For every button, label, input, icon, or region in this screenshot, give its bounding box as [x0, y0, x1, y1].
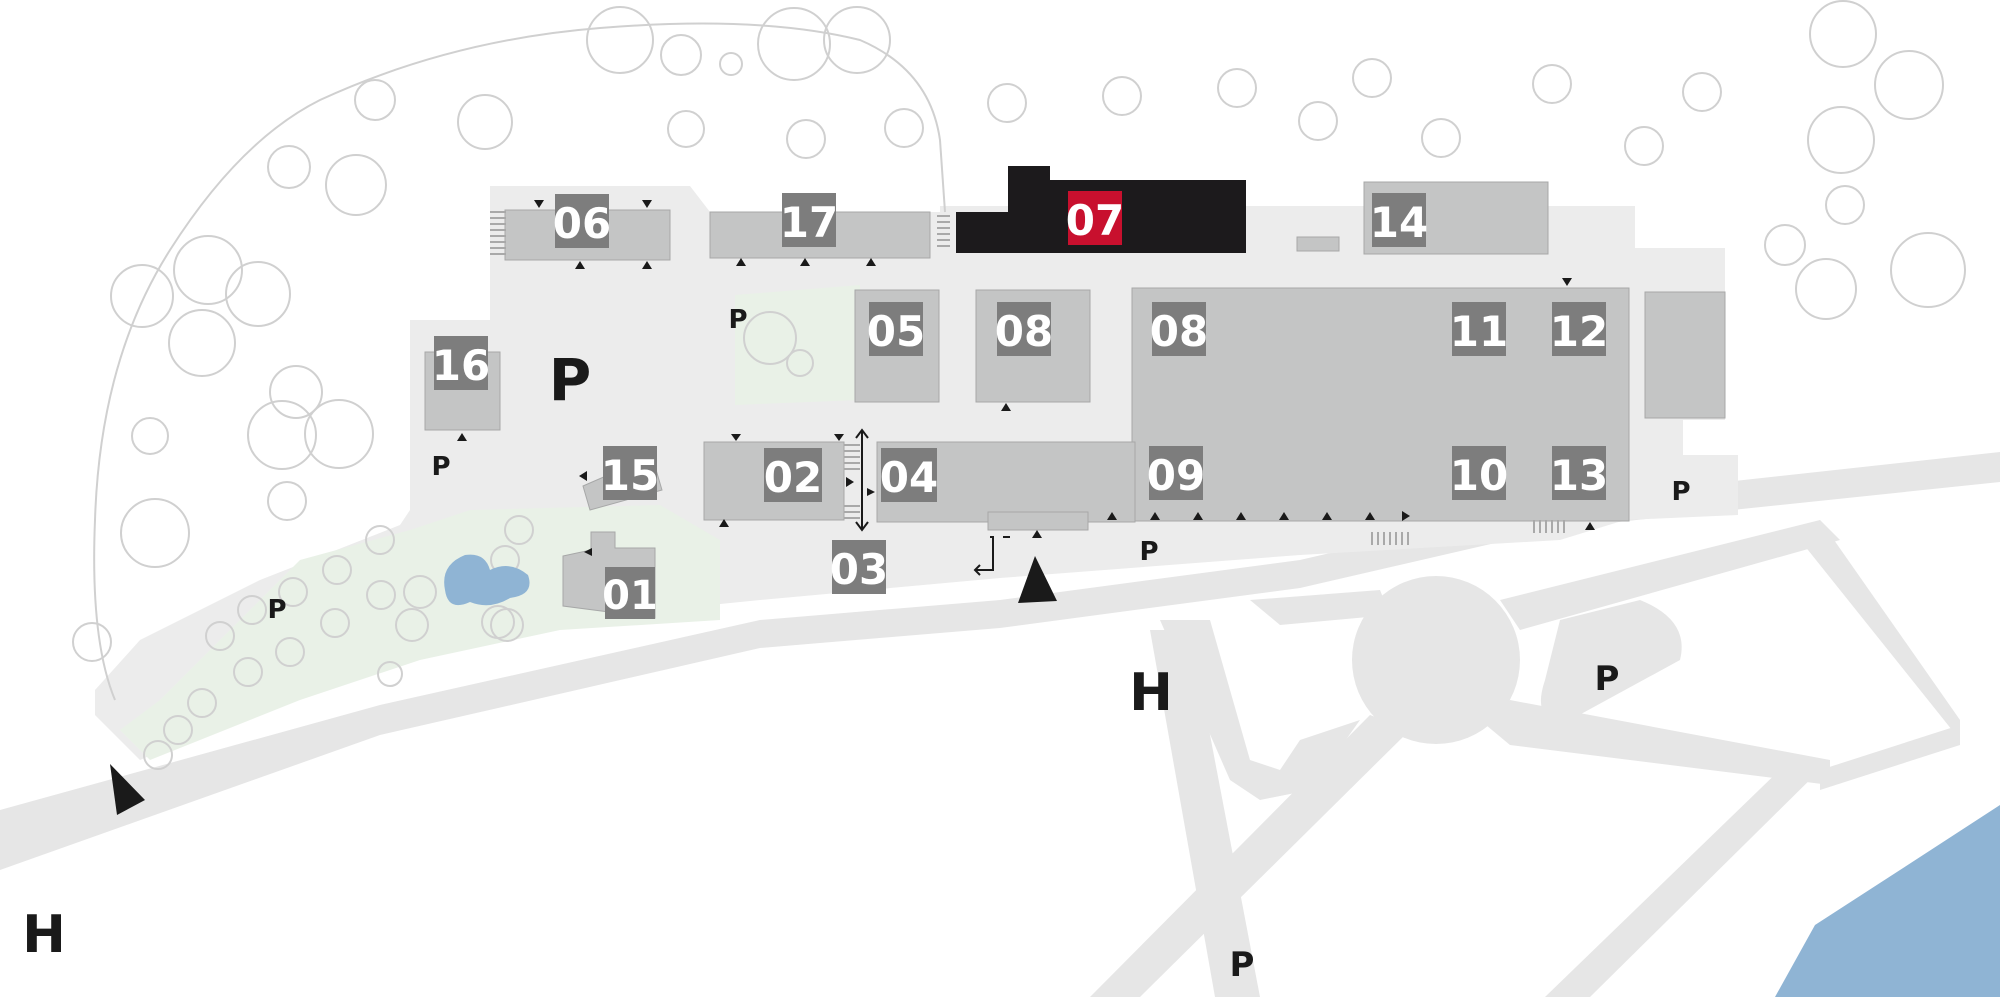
- building-17[interactable]: 17: [780, 193, 838, 247]
- parking-label[interactable]: P: [1230, 945, 1255, 985]
- bus-stop-label[interactable]: H: [22, 905, 66, 965]
- trees: [72, 0, 1966, 770]
- building-16[interactable]: 16: [432, 336, 490, 390]
- parking-label[interactable]: P: [728, 305, 747, 335]
- building-04[interactable]: 04: [880, 448, 938, 502]
- building-06[interactable]: 06: [553, 194, 611, 248]
- building-14-label: 14: [1370, 198, 1428, 247]
- building-14-annex: [1296, 236, 1340, 252]
- roundabout: [1352, 576, 1520, 744]
- main-entrance-icon: [110, 764, 145, 815]
- building-08-west[interactable]: 08: [995, 302, 1053, 356]
- parking-labels: P P P P P P P P: [267, 305, 1690, 985]
- building-04-low: [987, 511, 1089, 531]
- building-03-label: 03: [830, 545, 888, 594]
- building-08-east[interactable]: 08: [1150, 302, 1208, 356]
- building-10-label: 10: [1450, 451, 1508, 500]
- building-east-wing: [1644, 291, 1726, 419]
- main-entrance-icon: [1018, 556, 1057, 603]
- stairs-icon: [490, 211, 1565, 545]
- parking-label[interactable]: P: [267, 595, 286, 625]
- building-09[interactable]: 09: [1147, 446, 1205, 500]
- building-11-label: 11: [1450, 307, 1508, 356]
- building-10[interactable]: 10: [1450, 446, 1508, 500]
- bus-stop-labels: H H: [22, 663, 1173, 965]
- building-08-east-label: 08: [1150, 307, 1208, 356]
- building-15[interactable]: 15: [601, 446, 659, 500]
- direction-arrow-icon: [855, 428, 1010, 576]
- road-south-west: [1090, 715, 1410, 997]
- building-12[interactable]: 12: [1550, 302, 1608, 356]
- pond-icon: [444, 554, 530, 606]
- parking-label[interactable]: P: [1139, 537, 1158, 567]
- parking-loop: [1540, 600, 1682, 721]
- building-02-label: 02: [764, 453, 822, 502]
- building-01-label: 01: [602, 573, 658, 619]
- road-north-east: [1500, 520, 1840, 630]
- building-05[interactable]: 05: [867, 302, 925, 356]
- building-16-label: 16: [432, 341, 490, 390]
- road-loop: [1160, 620, 1360, 800]
- road-north-west: [1250, 590, 1390, 625]
- entrance-arrow-icon: [457, 200, 1595, 556]
- building-06-label: 06: [553, 199, 611, 248]
- roads: [0, 452, 2000, 997]
- campus-boundary-line: [93, 22, 946, 701]
- building-09-label: 09: [1147, 451, 1205, 500]
- road-south-east-2: [1545, 760, 1830, 997]
- road-east: [1800, 520, 1960, 740]
- building-07[interactable]: 07: [1066, 191, 1124, 245]
- building-13-label: 13: [1550, 451, 1608, 500]
- building-labels: 01 02 03 04 05 06 07 08: [432, 191, 1608, 619]
- parking-label[interactable]: P: [1671, 477, 1690, 507]
- building-04-label: 04: [880, 453, 938, 502]
- building-08-west-label: 08: [995, 307, 1053, 356]
- road-south-east: [1480, 700, 1830, 785]
- parking-label[interactable]: P: [1595, 659, 1620, 699]
- building-15-label: 15: [601, 451, 659, 500]
- building-17-label: 17: [780, 198, 838, 247]
- building-12-label: 12: [1550, 307, 1608, 356]
- river: [1775, 805, 2000, 997]
- building-14[interactable]: 14: [1370, 193, 1428, 247]
- building-01[interactable]: 01: [602, 567, 658, 619]
- building-main-block: [1131, 287, 1630, 522]
- building-13[interactable]: 13: [1550, 446, 1608, 500]
- road-east-2: [1820, 725, 1960, 790]
- building-02[interactable]: 02: [764, 448, 822, 502]
- building-03[interactable]: 03: [830, 540, 888, 594]
- building-05-label: 05: [867, 307, 925, 356]
- road-south: [1150, 630, 1260, 997]
- parking-main-label[interactable]: P: [549, 346, 592, 414]
- parking-label[interactable]: P: [431, 452, 450, 482]
- main-road: [0, 452, 2000, 870]
- bus-stop-label[interactable]: H: [1129, 663, 1173, 723]
- building-07-label: 07: [1066, 196, 1124, 245]
- building-11[interactable]: 11: [1450, 302, 1508, 356]
